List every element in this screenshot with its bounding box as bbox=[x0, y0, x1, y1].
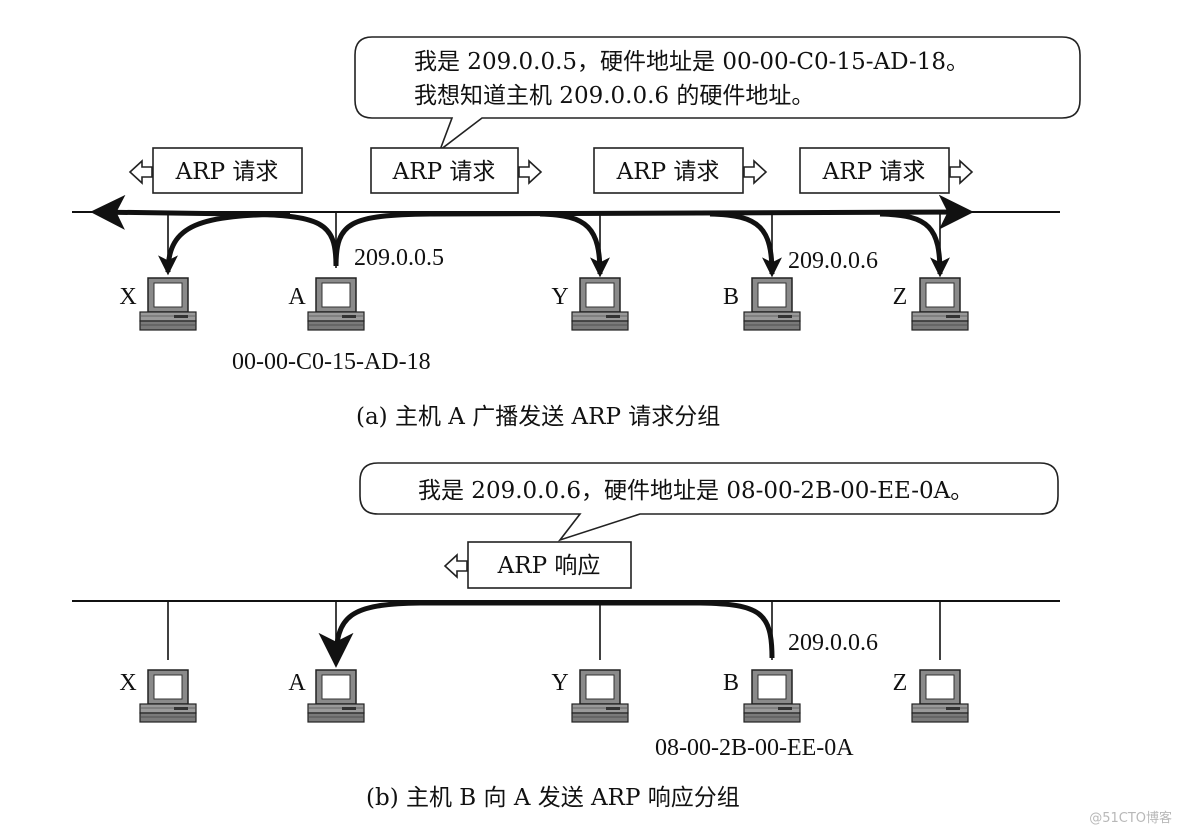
host-label-b: B bbox=[723, 284, 739, 310]
host-label-a: A bbox=[288, 670, 306, 696]
host-label-z: Z bbox=[893, 670, 908, 696]
left-hollow-arrow-icon bbox=[444, 554, 468, 578]
right-hollow-arrow-icon bbox=[743, 160, 767, 184]
arp-request-packet-4: ARP 请求 bbox=[799, 147, 973, 194]
host-label-x: X bbox=[119, 284, 136, 310]
computer-icon bbox=[139, 669, 197, 723]
packet-label: ARP 请求 bbox=[616, 159, 720, 185]
host-label-y: Y bbox=[551, 284, 568, 310]
response-arrow bbox=[318, 600, 775, 668]
right-hollow-arrow-icon bbox=[518, 160, 542, 184]
computer-icon bbox=[743, 669, 801, 723]
arp-response-packet: ARP 响应 bbox=[444, 541, 632, 589]
computer-icon bbox=[139, 277, 197, 331]
computer-icon bbox=[743, 277, 801, 331]
right-hollow-arrow-icon bbox=[949, 160, 973, 184]
broadcast-arrows bbox=[90, 194, 974, 278]
host-label-y: Y bbox=[551, 670, 568, 696]
host-label-b: B bbox=[723, 670, 739, 696]
computer-icon bbox=[571, 669, 629, 723]
bubble-line: 我是 209.0.0.6，硬件地址是 08-00-2B-00-EE-0A。 bbox=[418, 478, 973, 504]
request-speech-bubble: 我是 209.0.0.5，硬件地址是 00-00-C0-15-AD-18。 我想… bbox=[354, 36, 1081, 153]
computer-icon bbox=[571, 277, 629, 331]
packet-label: ARP 请求 bbox=[392, 159, 496, 185]
mac-address-a: 00-00-C0-15-AD-18 bbox=[232, 349, 431, 375]
computer-icon bbox=[911, 669, 969, 723]
computer-icon bbox=[307, 669, 365, 723]
arp-request-packet-1: ARP 请求 bbox=[129, 147, 303, 194]
ip-address-b: 209.0.0.6 bbox=[788, 630, 878, 656]
panel-b: 我是 209.0.0.6，硬件地址是 08-00-2B-00-EE-0A。 AR… bbox=[72, 462, 1060, 811]
watermark: @51CTO博客 bbox=[1089, 810, 1172, 826]
packet-label: ARP 响应 bbox=[497, 553, 601, 579]
arp-request-packet-3: ARP 请求 bbox=[593, 147, 767, 194]
caption-a: (a) 主机 A 广播发送 ARP 请求分组 bbox=[356, 404, 720, 430]
computer-icon bbox=[307, 277, 365, 331]
bubble-line-2: 我想知道主机 209.0.0.6 的硬件地址。 bbox=[414, 83, 814, 109]
ip-address-b: 209.0.0.6 bbox=[788, 248, 878, 274]
panel-a: 我是 209.0.0.5，硬件地址是 00-00-C0-15-AD-18。 我想… bbox=[72, 36, 1081, 430]
host-label-x: X bbox=[119, 670, 136, 696]
arp-request-packet-2: ARP 请求 bbox=[370, 147, 542, 194]
host-label-a: A bbox=[288, 284, 306, 310]
packet-label: ARP 请求 bbox=[822, 159, 926, 185]
mac-address-b: 08-00-2B-00-EE-0A bbox=[655, 735, 854, 761]
response-speech-bubble: 我是 209.0.0.6，硬件地址是 08-00-2B-00-EE-0A。 bbox=[359, 462, 1059, 542]
caption-b: (b) 主机 B 向 A 发送 ARP 响应分组 bbox=[366, 785, 740, 811]
bubble-line-1: 我是 209.0.0.5，硬件地址是 00-00-C0-15-AD-18。 bbox=[414, 49, 969, 75]
ip-address-a: 209.0.0.5 bbox=[354, 245, 444, 271]
left-hollow-arrow-icon bbox=[129, 160, 153, 184]
computer-icon bbox=[911, 277, 969, 331]
packet-label: ARP 请求 bbox=[175, 159, 279, 185]
host-label-z: Z bbox=[893, 284, 908, 310]
